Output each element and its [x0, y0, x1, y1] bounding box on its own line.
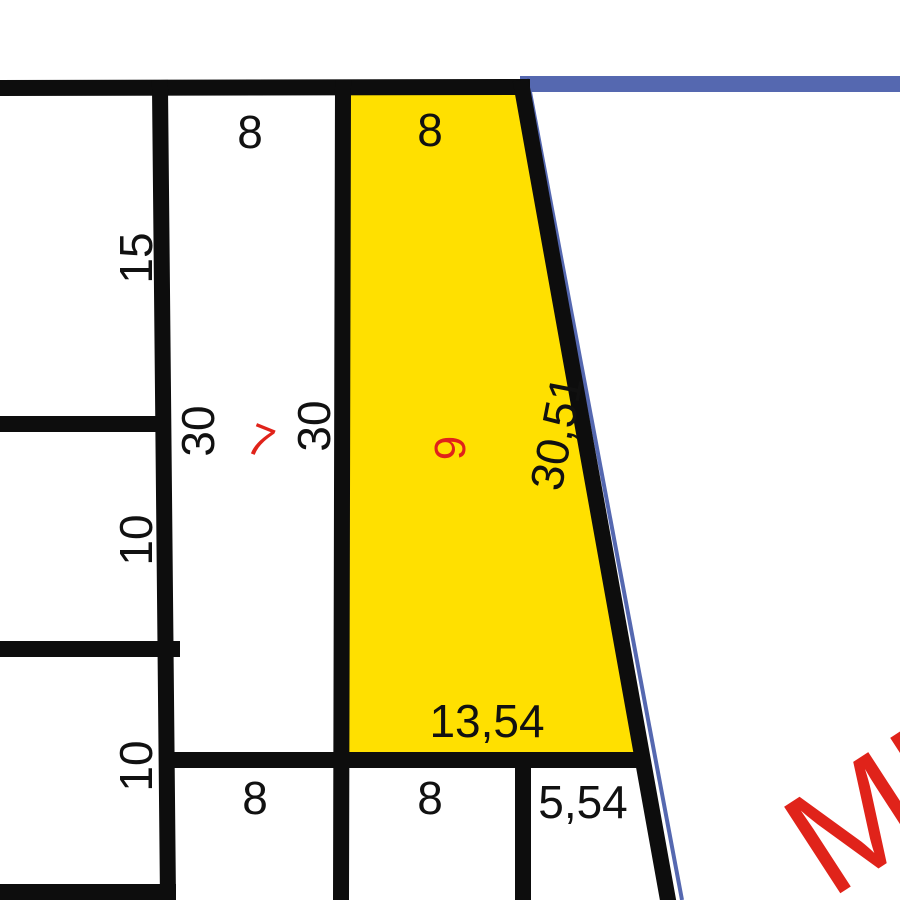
road-label: MI	[756, 695, 900, 900]
dimension-lot9-bottom: 13,54	[429, 695, 544, 747]
lot-boundaries	[0, 78, 677, 900]
lot-number-9: 9	[426, 436, 475, 460]
parcel-lot-9[interactable]	[343, 88, 641, 760]
street-edge-diagonal	[528, 91, 684, 900]
dimension-bottom-left: 8	[242, 772, 268, 824]
dimension-lot7-left: 30	[172, 405, 224, 456]
lot-number-7: 7	[240, 414, 281, 469]
dimension-bottom-mid: 8	[417, 772, 443, 824]
dimension-left-upper: 15	[110, 232, 162, 283]
dimension-left-lower: 10	[110, 740, 162, 791]
dimension-left-middle: 10	[110, 514, 162, 565]
boundary-mid-vertical	[332, 79, 352, 900]
dimension-lot9-top: 8	[417, 104, 443, 156]
boundary-top	[0, 78, 531, 97]
dimension-lot7-top: 8	[237, 106, 263, 158]
dimension-bottom-right: 5,54	[538, 776, 628, 828]
dimension-lot7-right: 30	[288, 400, 340, 451]
